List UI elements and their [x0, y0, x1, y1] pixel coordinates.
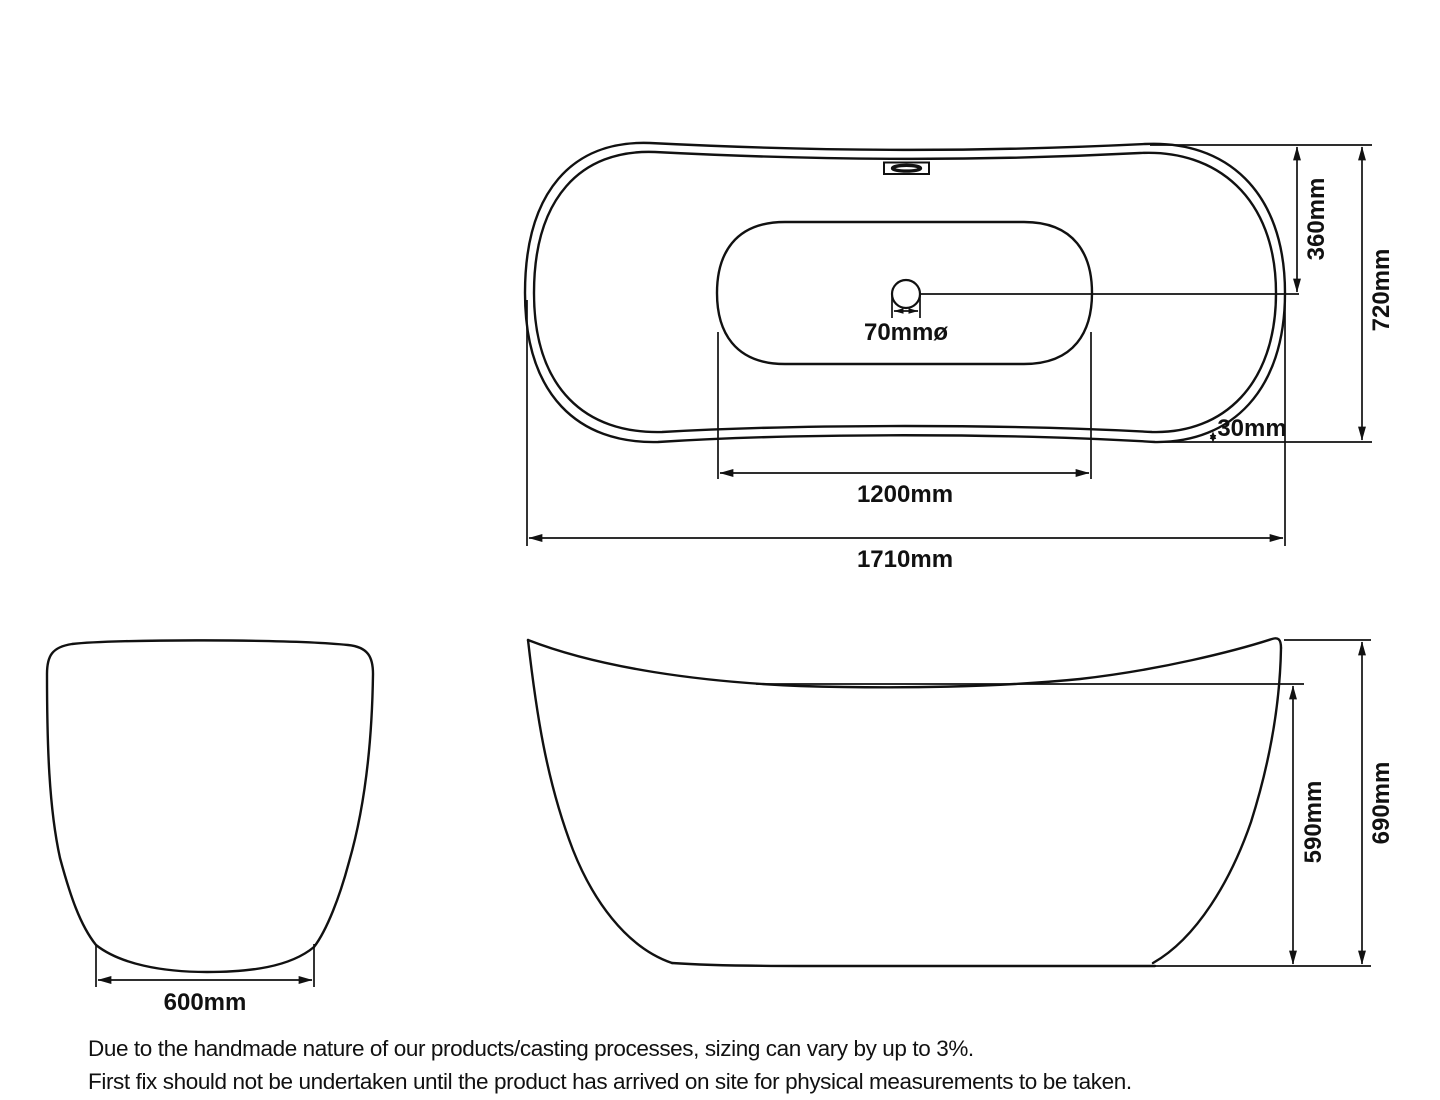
plan-view-dimensions [526, 144, 1372, 546]
plan-basin-outline [715, 220, 1094, 366]
plan-rim-line [532, 150, 1278, 434]
side-right-edge [1151, 646, 1283, 965]
dim-label-70mm: 70mmø [863, 319, 949, 346]
overflow-outline [883, 161, 930, 175]
dim-arrow-30-down [1209, 435, 1217, 443]
disclaimer-line-1: Due to the handmade nature of our produc… [88, 1036, 974, 1061]
side-view [526, 637, 1283, 968]
overflow-slot [890, 163, 923, 173]
plan-outer-outline [523, 141, 1287, 444]
dim-label-1710mm: 1710mm [856, 546, 954, 573]
end-view-outline [45, 639, 375, 974]
disclaimer-line-2: First fix should not be undertaken until… [88, 1069, 1132, 1094]
dim-label-360mm: 360mm [1303, 177, 1330, 261]
dim-label-690mm: 690mm [1368, 761, 1395, 845]
dim-label-600mm: 600mm [163, 989, 247, 1016]
side-bottom-edge [670, 961, 1157, 968]
dim-label-1200mm: 1200mm [856, 481, 954, 508]
disclaimer-notes: Due to the handmade nature of our produc… [88, 1032, 1132, 1098]
side-left-edge [526, 638, 674, 965]
drain-circle [890, 278, 922, 310]
side-rim-profile [526, 637, 1283, 689]
side-view-dimensions [756, 639, 1371, 967]
dim-label-590mm: 590mm [1300, 780, 1327, 864]
dim-label-30mm: 30mm [1217, 415, 1287, 442]
dim-label-720mm: 720mm [1368, 248, 1395, 332]
end-view-dimensions [95, 944, 315, 987]
end-view [45, 639, 375, 974]
plan-view [523, 141, 1287, 444]
